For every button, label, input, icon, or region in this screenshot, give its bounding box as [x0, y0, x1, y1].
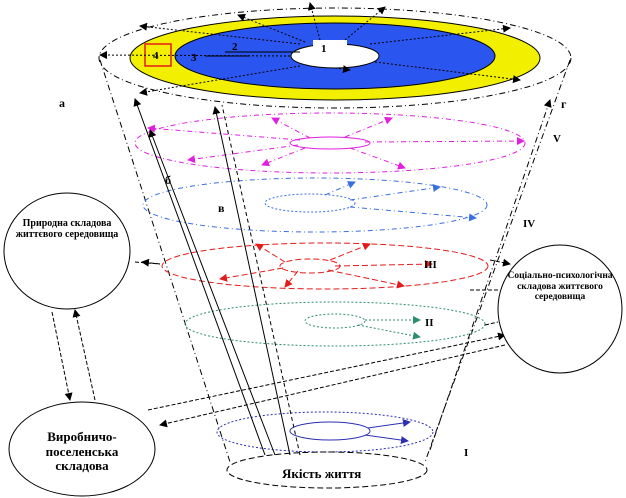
social-circle: [497, 244, 623, 374]
level-III: [161, 242, 489, 290]
vertical-arrows: [133, 98, 552, 456]
production-component-label: Виробничо-поселенська складова: [45, 429, 119, 474]
level-label-V: V: [553, 133, 561, 145]
level-label-IV: IV: [523, 218, 535, 230]
corner-label-a: а: [59, 96, 65, 110]
level-IV: [142, 177, 488, 233]
label-3: 3: [191, 52, 197, 64]
production-circle: [8, 401, 156, 497]
label-4: 4: [153, 50, 159, 62]
top-rings: [129, 15, 541, 101]
level-I: [216, 411, 434, 453]
label-2: 2: [232, 41, 238, 53]
level-label-I: I: [464, 447, 468, 459]
quality-of-life-label: Якість життя: [282, 466, 361, 481]
social-component-label: Соціально-психологічна складова життєвог…: [507, 271, 613, 303]
top-radial-arrows: [99, 2, 521, 96]
level-II: [184, 301, 486, 347]
core-label-box: [313, 40, 347, 56]
natural-component-label: Природна складова життєвого середовища: [15, 218, 119, 241]
corner-label-b: б: [165, 173, 171, 187]
corner-label-g: г: [561, 97, 567, 111]
label-1: 1: [321, 43, 327, 55]
level-V: [134, 112, 526, 174]
natural-circle: [3, 192, 131, 310]
level-label-III: III: [424, 259, 437, 271]
quality-ellipse: [226, 451, 428, 489]
side-connections: [51, 258, 511, 428]
corner-label-v: в: [218, 201, 225, 215]
level-label-II: II: [425, 317, 434, 329]
